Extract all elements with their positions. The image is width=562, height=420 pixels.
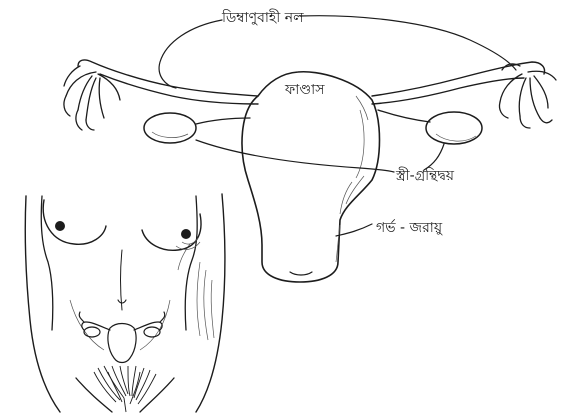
left-breast [43,200,106,244]
right-fimbriae [499,64,556,128]
right-fallopian-tube [372,62,545,96]
label-ovaries: স্ত্রী-গ্রন্থিদ্বয় [395,167,455,184]
left-nipple [55,221,65,231]
uterus-body [242,72,379,282]
uterus-shading [336,96,368,262]
left-fimbriae [64,66,120,130]
right-nipple [181,229,191,239]
label-fallopian-tube: ডিম্বাণুবাহী নল [221,9,304,26]
inset-uterus [79,312,165,363]
right-breast [142,214,201,250]
right-ovary [426,112,482,144]
torso-illustration [25,194,225,412]
left-ovary [144,113,196,143]
label-fundus: ফাণ্ডাস [284,82,325,98]
label-uterus: গর্ভ - জরায়ু [376,219,443,236]
leader-lines [159,16,516,236]
